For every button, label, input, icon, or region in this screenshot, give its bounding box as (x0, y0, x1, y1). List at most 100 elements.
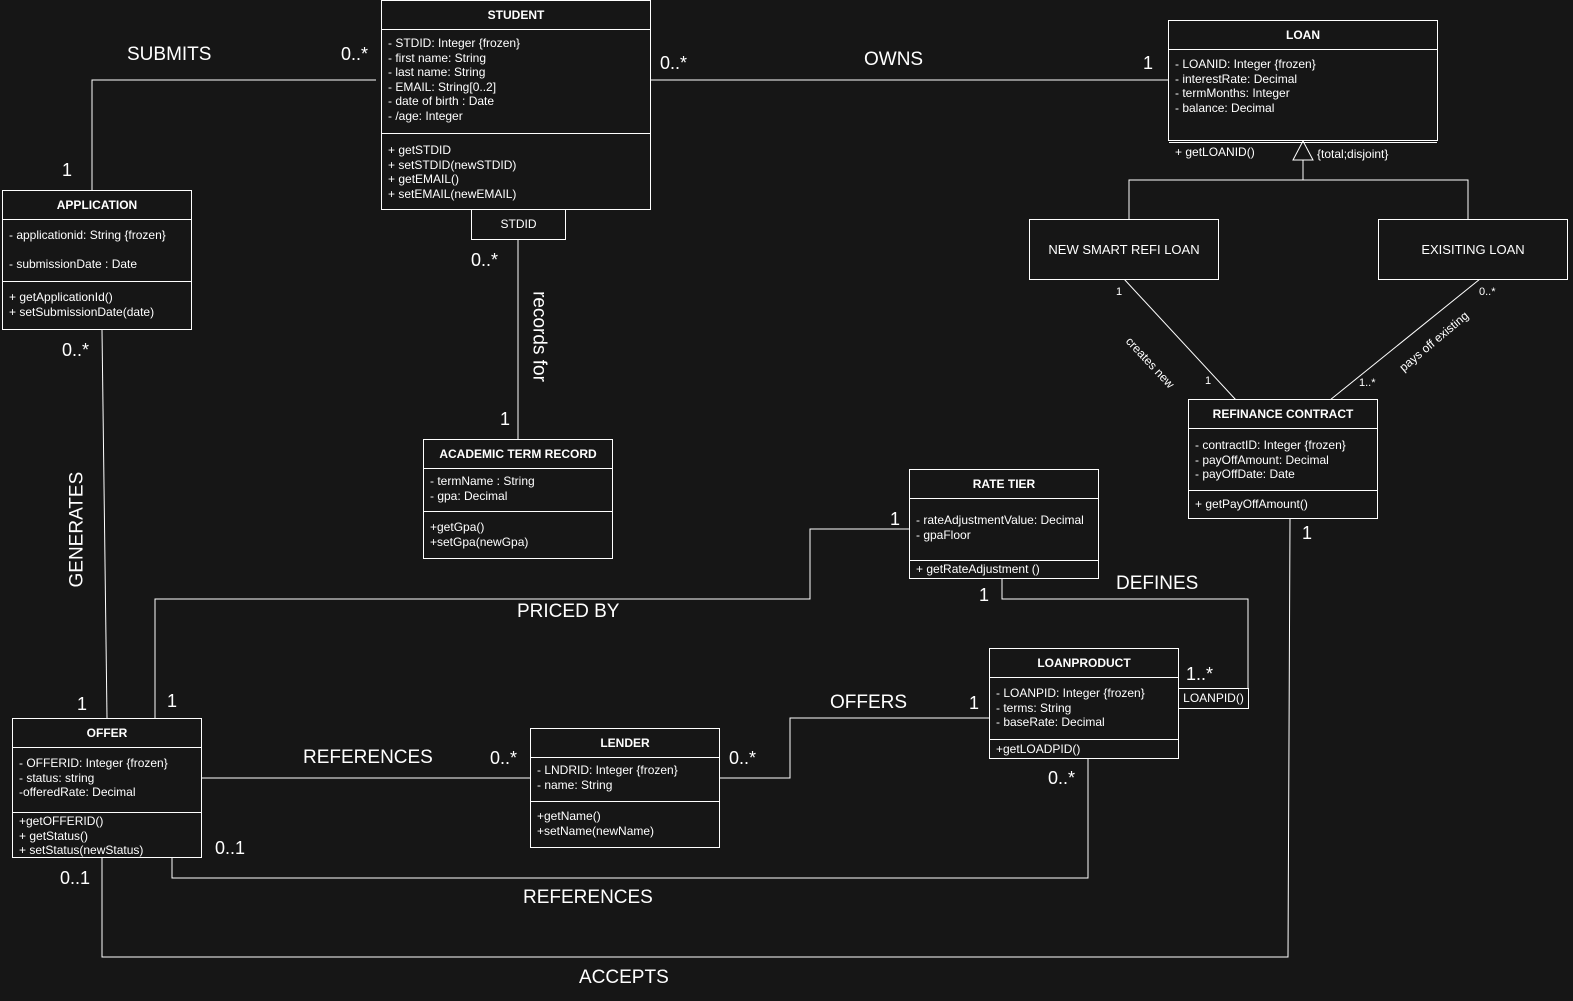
offers-label: OFFERS (830, 692, 908, 713)
defines-mult-loanproduct: 1..* (1186, 664, 1214, 684)
accepts-mult-contract: 1 (1302, 523, 1313, 543)
pays-off-mult-existing-loan: 0..* (1479, 286, 1496, 298)
attribute: - interestRate: Decimal (1175, 71, 1298, 86)
attribute: - /age: Integer (388, 108, 463, 123)
attribute: - LOANID: Integer {frozen} (1175, 57, 1316, 71)
offers-mult-loanproduct: 1 (969, 693, 980, 713)
student-qualifier[interactable]: STDID (471, 209, 566, 240)
application-class-name: APPLICATION (3, 191, 191, 220)
pays-off-mult-contract: 1..* (1359, 377, 1376, 389)
attribute: - STDID: Integer {frozen} (388, 36, 521, 50)
student-class-name: STUDENT (382, 1, 650, 30)
attribute: - rateAdjustmentValue: Decimal (916, 513, 1084, 527)
owns-mult-student: 0..* (660, 53, 688, 73)
generalization-constraint: {total;disjoint} (1317, 147, 1389, 161)
attribute: - last name: String (388, 65, 486, 79)
attribute: - terms: String (996, 700, 1072, 715)
operation: +getGpa() (430, 520, 485, 534)
offers-line (720, 717, 989, 779)
application-operations: + getApplicationId() + setSubmissionDate… (3, 281, 191, 322)
attribute: - EMAIL: String[0..2] (388, 79, 497, 94)
refinance-contract-attributes: - contractID: Integer {frozen} - payOffA… (1189, 429, 1377, 490)
operation: + getApplicationId() (9, 290, 113, 304)
priced-by-label: PRICED BY (517, 601, 620, 622)
operation: +getName() (537, 809, 601, 823)
application-class[interactable]: APPLICATION - applicationid: String {fro… (2, 190, 192, 330)
attribute: - first name: String (388, 50, 487, 65)
priced-by-mult-rate-tier: 1 (890, 509, 901, 529)
rate-tier-attributes: - rateAdjustmentValue: Decimal - gpaFloo… (910, 499, 1098, 560)
attribute: - LNDRID: Integer {frozen} (537, 763, 678, 777)
loan-class[interactable]: LOAN - LOANID: Integer {frozen} - intere… (1168, 20, 1438, 159)
attribute: - submissionDate : Date (9, 257, 138, 271)
records-for-label: records for (528, 291, 550, 382)
submits-mult-application: 1 (62, 160, 73, 180)
defines-mult-rate-tier: 1 (979, 585, 990, 605)
generates-label: GENERATES (66, 471, 88, 588)
loanproduct-attributes: - LOANPID: Integer {frozen} - terms: Str… (990, 678, 1178, 739)
loanproduct-class[interactable]: LOANPRODUCT - LOANPID: Integer {frozen} … (989, 648, 1179, 759)
submits-mult-student: 0..* (341, 44, 369, 64)
operation: + getRateAdjustment () (916, 562, 1040, 576)
accepts-label: ACCEPTS (579, 967, 669, 988)
priced-by-line (154, 528, 909, 718)
operation: + getStatus() (19, 828, 89, 843)
generates-mult-application: 0..* (62, 340, 90, 360)
defines-label: DEFINES (1116, 573, 1199, 594)
loan-operations: + getLOANID() (1169, 142, 1437, 163)
operation: + getEMAIL() (388, 172, 460, 186)
rate-tier-operations: + getRateAdjustment () (910, 560, 1098, 580)
records-for-mult-record: 1 (500, 409, 511, 429)
operation: + getLOANID() (1175, 145, 1255, 159)
offer-class-name: OFFER (13, 719, 201, 748)
attribute: - balance: Decimal (1175, 100, 1275, 115)
refinance-contract-operations: + getPayOffAmount() (1189, 490, 1377, 515)
offer-class[interactable]: OFFER - OFFERID: Integer {frozen} - stat… (12, 718, 202, 858)
generalization-tree-line (1128, 179, 1469, 220)
rate-tier-class[interactable]: RATE TIER - rateAdjustmentValue: Decimal… (909, 469, 1099, 579)
creates-new-mult-contract: 1 (1205, 375, 1212, 387)
generalization-arrowhead (1292, 139, 1314, 161)
attribute: - contractID: Integer {frozen} (1195, 438, 1346, 452)
attribute: - date of birth : Date (388, 94, 495, 108)
academic-term-record-class-name: ACADEMIC TERM RECORD (424, 440, 612, 469)
priced-by-mult-offer: 1 (167, 691, 178, 711)
operation: + setSubmissionDate(date) (9, 304, 155, 319)
references-product-label: REFERENCES (523, 887, 653, 908)
offer-attributes: - OFFERID: Integer {frozen} - status: st… (13, 748, 201, 812)
attribute: - name: String (537, 777, 613, 792)
attribute: - termMonths: Integer (1175, 86, 1290, 100)
refinance-contract-class[interactable]: REFINANCE CONTRACT - contractID: Integer… (1188, 399, 1378, 519)
lender-class-name: LENDER (531, 729, 719, 758)
creates-new-line (1123, 278, 1237, 401)
existing-loan-class[interactable]: EXISITING LOAN (1378, 219, 1568, 280)
academic-term-record-attributes: - termName : String - gpa: Decimal (424, 469, 612, 511)
loanproduct-operations: +getLOADPID() (990, 739, 1178, 760)
submits-label: SUBMITS (127, 44, 212, 65)
operation: + setEMAIL(newEMAIL) (388, 186, 517, 201)
operation: +setGpa(newGpa) (430, 534, 529, 549)
attribute: - OFFERID: Integer {frozen} (19, 756, 168, 770)
operation: +getLOADPID() (996, 742, 1081, 756)
attribute: -offeredRate: Decimal (19, 785, 136, 799)
academic-term-record-class[interactable]: ACADEMIC TERM RECORD - termName : String… (423, 439, 613, 559)
attribute: - LOANPID: Integer {frozen} (996, 686, 1145, 700)
operation: +getOFFERID() (19, 814, 104, 828)
loanproduct-class-name: LOANPRODUCT (990, 649, 1178, 678)
generates-line (101, 329, 108, 719)
new-smart-refi-loan-class[interactable]: NEW SMART REFI LOAN (1029, 219, 1219, 280)
generates-mult-offer: 1 (77, 694, 88, 714)
attribute: - payOffDate: Date (1195, 467, 1295, 481)
attribute: - termName : String (430, 474, 535, 488)
student-class[interactable]: STUDENT - STDID: Integer {frozen} - firs… (381, 0, 651, 210)
lender-class[interactable]: LENDER - LNDRID: Integer {frozen} - name… (530, 728, 720, 848)
attribute: - baseRate: Decimal (996, 715, 1105, 729)
attribute (9, 243, 185, 258)
references-lender-label: REFERENCES (303, 747, 433, 768)
operation: + setSTDID(newSTDID) (388, 157, 517, 172)
loanproduct-qualifier[interactable]: LOANPID() (1178, 688, 1249, 709)
academic-term-record-operations: +getGpa() +setGpa(newGpa) (424, 511, 612, 552)
application-attributes: - applicationid: String {frozen} - submi… (3, 220, 191, 281)
lender-operations: +getName() +setName(newName) (531, 801, 719, 841)
